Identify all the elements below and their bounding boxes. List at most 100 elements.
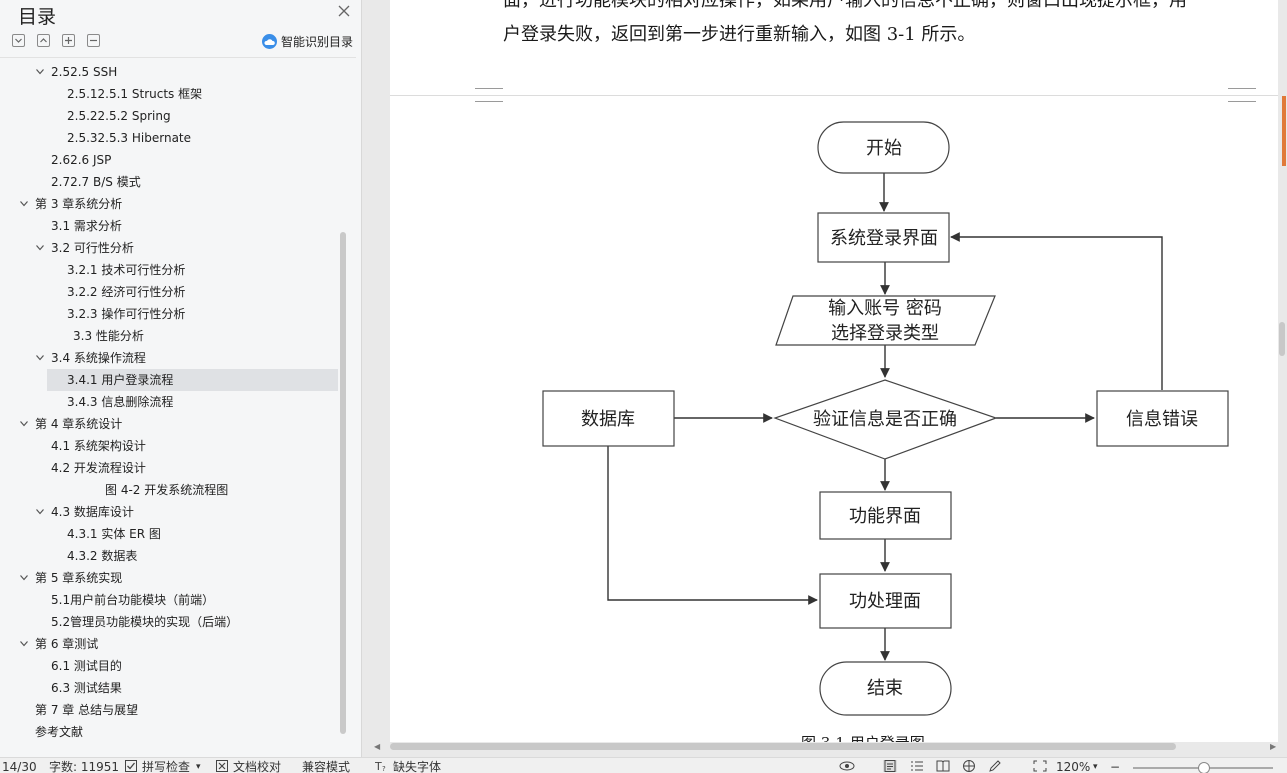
chevron-down-icon[interactable] [20, 421, 28, 427]
toc-item[interactable]: 6.1 测试目的 [0, 655, 356, 677]
toc-item[interactable]: 4.1 系统架构设计 [0, 435, 356, 457]
toc-item[interactable]: 5.2管理员功能模块的实现（后端） [0, 611, 356, 633]
flow-label-database: 数据库 [581, 409, 635, 430]
missing-font-button[interactable]: 缺失字体 [393, 760, 442, 773]
toc-item[interactable]: 6.3 测试结果 [0, 677, 356, 699]
scroll-right-icon[interactable]: ▶ [1270, 742, 1277, 751]
flow-node-function-ui [819, 491, 952, 540]
toc-item[interactable]: 图 4-2 开发系统流程图 [0, 479, 356, 501]
font-missing-icon[interactable]: T? [374, 760, 389, 773]
toc-item-label: 第 4 章系统设计 [35, 417, 123, 431]
toc-item[interactable]: 2.5.22.5.2 Spring [0, 105, 356, 127]
chevron-down-icon[interactable] [20, 201, 28, 207]
flow-node-login-ui [817, 212, 950, 263]
toc-item[interactable]: 3.4.3 信息删除流程 [0, 391, 356, 413]
add-heading-icon[interactable] [62, 34, 75, 47]
toc-item[interactable]: 3.2.1 技术可行性分析 [0, 259, 356, 281]
toc-item[interactable]: 第 4 章系统设计 [0, 413, 356, 435]
toc-item[interactable]: 4.3 数据库设计 [0, 501, 356, 523]
toc-item[interactable]: 3.2 可行性分析 [0, 237, 356, 259]
flow-label-start: 开始 [866, 138, 902, 159]
smart-toc-label: 智能识别目录 [281, 35, 354, 49]
scroll-position-marker [1282, 96, 1286, 166]
toc-item[interactable]: 3.2.3 操作可行性分析 [0, 303, 356, 325]
toc-item-label: 5.1用户前台功能模块（前端） [51, 593, 215, 607]
eye-icon[interactable] [839, 760, 855, 772]
expand-all-icon[interactable] [12, 34, 25, 47]
toc-item[interactable]: 2.62.6 JSP [0, 149, 356, 171]
scroll-left-icon[interactable]: ◀ [374, 742, 381, 751]
fit-page-icon[interactable] [1033, 760, 1047, 772]
toc-item-label: 4.2 开发流程设计 [51, 461, 146, 475]
zoom-slider-handle[interactable] [1198, 762, 1210, 773]
zoom-chevron-down-icon[interactable]: ▾ [1093, 762, 1098, 772]
page-indicator[interactable]: 14/30 [2, 760, 37, 773]
toc-item[interactable]: 2.5.32.5.3 Hibernate [0, 127, 356, 149]
toc-item[interactable]: 5.1用户前台功能模块（前端） [0, 589, 356, 611]
vertical-scrollbar[interactable] [1279, 322, 1285, 356]
toc-item[interactable]: 4.3.1 实体 ER 图 [0, 523, 356, 545]
chevron-down-icon[interactable] [36, 69, 44, 75]
remove-heading-icon[interactable] [87, 34, 100, 47]
toc-item[interactable]: 2.5.12.5.1 Structs 框架 [0, 83, 356, 105]
status-bar: 14/30 字数: 11951 拼写检查 ▾ 文档校对 兼容模式 T? 缺失字体… [0, 757, 1287, 773]
toc-item-label: 3.4.1 用户登录流程 [67, 373, 174, 387]
zoom-level[interactable]: 120% [1056, 760, 1091, 773]
toc-item-label: 3.2.2 经济可行性分析 [67, 285, 186, 299]
toc-item-label: 3.4 系统操作流程 [51, 351, 146, 365]
toc-item[interactable]: 4.2 开发流程设计 [0, 457, 356, 479]
document-page[interactable]: 面，进行功能模块的相对应操作，如果用户输入的信息不正确，则窗口出现提示框，用 户… [390, 0, 1278, 752]
toc-item-label: 2.62.6 JSP [51, 153, 112, 167]
toc-item-label: 4.3.1 实体 ER 图 [67, 527, 161, 541]
close-icon[interactable] [336, 4, 352, 20]
toc-item[interactable]: 3.2.2 经济可行性分析 [0, 281, 356, 303]
toc-item[interactable]: 2.52.5 SSH [0, 61, 356, 83]
flow-node-process [819, 573, 952, 629]
toc-item[interactable]: 3.4.1 用户登录流程 [47, 369, 338, 391]
reading-view-icon[interactable] [936, 760, 950, 772]
toc-item[interactable]: 3.1 需求分析 [0, 215, 356, 237]
toc-item[interactable]: 参考文献 [0, 721, 356, 743]
toc-item[interactable]: 第 6 章测试 [0, 633, 356, 655]
outline-view-icon[interactable] [910, 760, 924, 772]
flow-node-input [775, 295, 996, 346]
arrow-database-process [607, 446, 818, 605]
flow-label-end: 结束 [867, 678, 903, 699]
toc-item-label: 图 4-2 开发系统流程图 [105, 483, 229, 497]
toc-item[interactable]: 第 5 章系统实现 [0, 567, 356, 589]
toc-item[interactable]: 第 3 章系统分析 [0, 193, 356, 215]
doc-proof-button[interactable]: 文档校对 [233, 760, 282, 773]
smart-toc-button[interactable]: 智能识别目录 [262, 33, 353, 50]
toc-scrollbar[interactable] [340, 232, 346, 734]
spell-check-button[interactable]: 拼写检查 [142, 760, 191, 773]
horizontal-scrollbar[interactable]: ◀ ▶ [374, 742, 1278, 751]
chevron-down-icon[interactable]: ▾ [196, 762, 201, 772]
toc-item-label: 3.3 性能分析 [73, 329, 144, 343]
toc-item[interactable]: 第 7 章 总结与展望 [0, 699, 356, 721]
toc-item[interactable]: 3.3 性能分析 [0, 325, 356, 347]
web-view-icon[interactable] [962, 760, 976, 772]
chevron-down-icon[interactable] [36, 355, 44, 361]
arrow-error-login [950, 232, 1163, 390]
horizontal-scroll-thumb[interactable] [390, 743, 1176, 750]
svg-text:?: ? [382, 765, 386, 772]
zoom-out-icon[interactable]: − [1110, 760, 1121, 773]
toc-item[interactable]: 4.3.2 数据表 [0, 545, 356, 567]
pen-icon[interactable] [988, 760, 1002, 772]
flow-node-verify [773, 379, 998, 460]
toc-item-label: 第 5 章系统实现 [35, 571, 123, 585]
checkbox-checked-icon[interactable] [125, 760, 139, 772]
chevron-down-icon[interactable] [20, 641, 28, 647]
chevron-down-icon[interactable] [36, 509, 44, 515]
collapse-all-icon[interactable] [37, 34, 50, 47]
flow-label-input-line1: 输入账号 密码 [828, 298, 942, 319]
doc-proof-icon[interactable] [216, 760, 230, 772]
word-count[interactable]: 字数: 11951 [49, 760, 120, 773]
page-view-icon[interactable] [883, 760, 897, 772]
chevron-down-icon[interactable] [36, 245, 44, 251]
chevron-down-icon[interactable] [20, 575, 28, 581]
toc-item[interactable]: 3.4 系统操作流程 [0, 347, 356, 369]
toc-item[interactable]: 2.72.7 B/S 模式 [0, 171, 356, 193]
flow-node-database [542, 390, 675, 447]
